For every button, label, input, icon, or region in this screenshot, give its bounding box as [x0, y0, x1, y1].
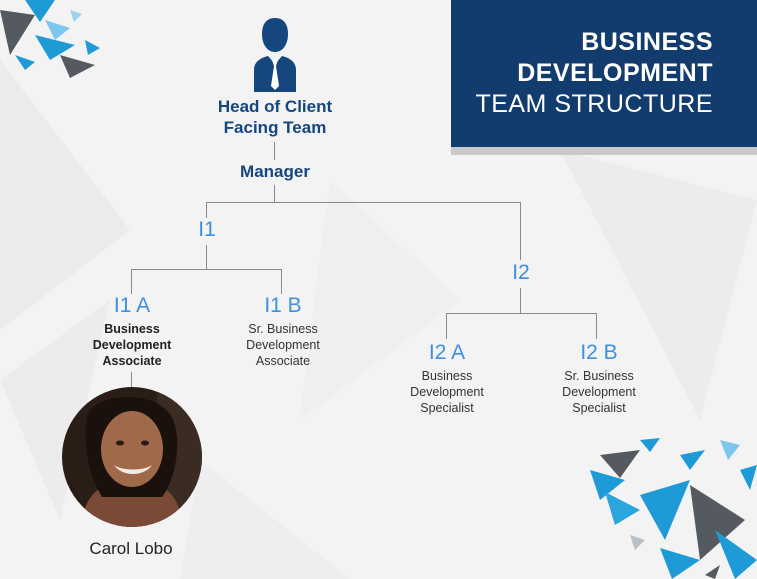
role-line: Associate	[255, 354, 311, 368]
connector-line	[274, 185, 275, 202]
role-i1-b: Sr. Business Development Associate	[208, 321, 358, 369]
connector-line	[446, 313, 597, 314]
role-i2-a: Business Development Specialist	[372, 368, 522, 416]
head-title-line-2: Facing Team	[223, 118, 327, 137]
head-title-line-1: Head of Client	[217, 97, 333, 116]
node-i2-a: I2 A	[428, 341, 466, 364]
member-name: Carol Lobo	[89, 539, 173, 558]
role-line: Development	[410, 385, 484, 399]
role-line: Sr. Business	[564, 369, 634, 383]
role-line: Development	[92, 338, 172, 352]
connector-line	[274, 142, 275, 160]
role-line: Associate	[102, 354, 162, 368]
connector-line	[520, 202, 521, 260]
role-line: Specialist	[572, 401, 626, 415]
title-line-1: BUSINESS	[581, 28, 713, 56]
role-line: Specialist	[420, 401, 474, 415]
title-box	[451, 0, 757, 147]
connector-line	[520, 288, 521, 313]
title-box-shadow	[451, 147, 757, 155]
connector-line	[206, 202, 521, 203]
title-line-3: TEAM STRUCTURE	[475, 90, 713, 118]
connector-line	[131, 372, 132, 387]
connector-line	[206, 202, 207, 218]
connector-line	[131, 269, 132, 294]
connector-line	[446, 313, 447, 339]
node-i1-b: I1 B	[264, 294, 302, 317]
connector-line	[206, 245, 207, 269]
head-title: Head of Client Facing Team	[218, 96, 332, 138]
connector-line	[131, 269, 282, 270]
role-line: Development	[246, 338, 320, 352]
person-in-suit-icon	[254, 18, 296, 92]
role-line: Sr. Business	[248, 322, 318, 336]
role-line: Business	[421, 369, 473, 383]
role-line: Business	[104, 322, 160, 336]
node-i1: I1	[198, 218, 216, 241]
connector-line	[596, 313, 597, 339]
role-i2-b: Sr. Business Development Specialist	[524, 368, 674, 416]
manager-label: Manager	[240, 162, 310, 181]
role-line: Development	[562, 385, 636, 399]
node-i1-a: I1 A	[113, 294, 151, 317]
title-line-2: DEVELOPMENT	[517, 59, 713, 87]
connector-line	[281, 269, 282, 294]
member-photo	[62, 387, 202, 527]
node-i2: I2	[512, 261, 530, 284]
node-i2-b: I2 B	[580, 341, 618, 364]
role-i1-a: Business Development Associate	[57, 321, 207, 369]
